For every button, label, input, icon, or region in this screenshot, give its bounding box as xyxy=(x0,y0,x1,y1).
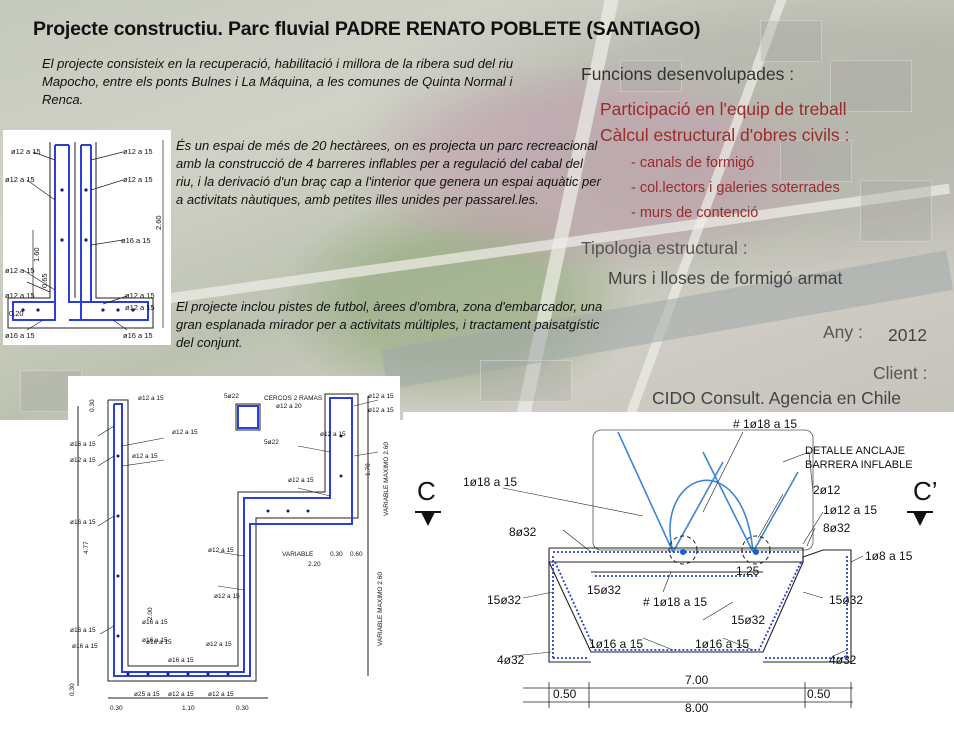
mid-dim-4: 0.30 xyxy=(110,705,123,712)
left-dim-1: 1.60 xyxy=(32,247,41,262)
right-label-2: 1ø18 a 15 xyxy=(463,475,517,489)
channel-wall-drawing-large: CERCOS 2 RAMAS ø12 a 20 5ø22 5ø22 ø12 a … xyxy=(68,376,400,729)
mid-label-8: ø16 a 15 xyxy=(70,441,96,448)
detail-title-line-1: DETALLE ANCLAJE xyxy=(805,445,905,457)
mid-label-23: ø16 a 15 xyxy=(142,637,168,644)
description-paragraph-1: És un espai de més de 20 hectàrees, on e… xyxy=(176,138,601,207)
mid-dim-7: 0.30 xyxy=(89,399,96,412)
left-label-2: ø12 a 15 xyxy=(123,147,153,156)
right-dim-1: 7.00 xyxy=(685,673,709,687)
section-marker-right: C’ xyxy=(913,476,938,506)
right-label-8: 1.25 xyxy=(736,564,760,578)
right-label-10: 15ø32 xyxy=(487,593,521,607)
mid-dim-1: 4.77 xyxy=(83,541,90,554)
right-label-1: # 1ø18 a 15 xyxy=(733,417,797,431)
mid-label-20: ø25 a 15 xyxy=(134,691,160,698)
mid-label-22: ø12 a 15 xyxy=(214,593,240,600)
left-label-8: ø12 a 15 xyxy=(125,291,155,300)
right-label-16: 4ø32 xyxy=(497,653,525,667)
right-label-5: 8ø32 xyxy=(509,525,537,539)
mid-label-19: ø12 a 15 xyxy=(288,477,314,484)
page-title: Projecte constructiu. Parc fluvial PADRE… xyxy=(33,18,701,40)
mid-label-3: 5ø22 xyxy=(224,393,239,400)
functions-bullet-channels: - canals de formigó xyxy=(631,155,755,171)
mid-label-25: ø12 a 15 xyxy=(168,691,194,698)
left-label-6: ø12 a 15 xyxy=(5,266,35,275)
right-label-4: 1ø12 a 15 xyxy=(823,503,877,517)
client-value: CIDO Consult. Agencia en Chile xyxy=(652,388,902,408)
typology-heading: Tipologia estructural : xyxy=(581,238,748,258)
mid-dim-13: 0.60 xyxy=(350,551,363,558)
mid-label-2: ø12 a 20 xyxy=(276,403,302,410)
detail-title-line-2: BARRERA INFLABLE xyxy=(805,459,913,471)
right-dim-3: 0.50 xyxy=(553,687,577,701)
mid-label-24: ø16 a 15 xyxy=(72,643,98,650)
mid-label-12: ø12 a 15 xyxy=(320,431,346,438)
section-marker-left: C xyxy=(417,476,436,506)
mid-label-7: ø12 a 15 xyxy=(368,407,394,414)
mid-label-14: ø16 a 15 xyxy=(70,627,96,634)
description-paragraph-2: El projecte inclou pistes de futbol, àre… xyxy=(176,299,603,350)
right-label-13: 15ø32 xyxy=(829,593,863,607)
mid-dim-10: VARIABLE MAXIMO 2.60 xyxy=(377,572,384,646)
mid-label-17: ø16 a 15 xyxy=(168,657,194,664)
mid-label-15: ø16 a 15 xyxy=(142,619,168,626)
functions-item-team: Participació en l'equip de treball xyxy=(600,99,847,119)
client-label: Client : xyxy=(873,363,928,383)
right-dim-4: 0.50 xyxy=(807,687,831,701)
right-label-12: 15ø32 xyxy=(731,613,765,627)
mid-label-16: ø16 a 15 xyxy=(146,639,172,646)
mid-label-9: ø12 a 15 xyxy=(172,429,198,436)
year-label: Any : xyxy=(823,322,863,342)
functions-bullet-walls: - murs de contenció xyxy=(631,205,759,221)
mid-dim-8: 2.20 xyxy=(308,561,321,568)
right-label-7: 1ø8 a 15 xyxy=(865,549,913,563)
barrier-section-drawing: C C’ DETALLE ANCLAJE BARRERA INFLABLE # … xyxy=(403,412,954,729)
left-label-4: ø12 a 15 xyxy=(123,175,153,184)
right-label-17: 4ø32 xyxy=(829,653,857,667)
mid-label-1: CERCOS 2 RAMAS xyxy=(264,395,323,402)
left-label-3: ø12 a 15 xyxy=(5,175,35,184)
mid-label-11: ø12 a 15 xyxy=(132,453,158,460)
left-dim-2: 0.65 xyxy=(40,273,49,288)
intro-text: El projecte consisteix en la recuperació… xyxy=(42,56,514,107)
mid-dim-9: VARIABLE xyxy=(282,551,314,558)
mid-label-13: ø16 a 15 xyxy=(70,519,96,526)
left-label-5: ø16 a 15 xyxy=(121,236,151,245)
left-label-1: ø12 a 15 xyxy=(11,147,41,156)
mid-label-6: ø12 a 15 xyxy=(368,393,394,400)
year-value: 2012 xyxy=(888,325,927,345)
mid-dim-3: 0.30 xyxy=(69,683,76,696)
left-label-7: ø12 a 15 xyxy=(5,291,35,300)
mid-dim-6: 0.30 xyxy=(236,705,249,712)
mid-dim-11: VARIABLE MAXIMO 2.60 xyxy=(383,442,390,516)
retaining-wall-drawing-small: ø12 a 15 ø12 a 15 ø12 a 15 ø12 a 15 ø16 … xyxy=(3,130,171,345)
right-label-9: # 1ø18 a 15 xyxy=(643,595,707,609)
mid-label-5: ø12 a 15 xyxy=(138,395,164,402)
right-dim-2: 8.00 xyxy=(685,701,709,715)
functions-heading: Funcions desenvolupades : xyxy=(581,64,795,84)
mid-label-21: ø12 a 15 xyxy=(206,641,232,648)
left-label-11: ø12 a 15 xyxy=(125,303,155,312)
right-label-6: 8ø32 xyxy=(823,521,851,535)
right-label-11: 15ø32 xyxy=(587,583,621,597)
mid-dim-5: 1.10 xyxy=(182,705,195,712)
mid-label-26: ø12 a 15 xyxy=(208,691,234,698)
functions-item-structural: Càlcul estructural d'obres civils : xyxy=(600,125,850,145)
right-label-15: 1ø16 a 15 xyxy=(695,637,749,651)
left-label-10: ø16 a 15 xyxy=(123,331,153,340)
mid-dim-2: 2.00 xyxy=(147,607,154,620)
right-label-3: 2ø12 xyxy=(813,483,841,497)
left-dim-3: 2.60 xyxy=(154,215,163,230)
left-dim-4: 0.20 xyxy=(9,309,24,318)
mid-dim-14: 1.70 xyxy=(365,463,372,476)
mid-dim-12: 0.30 xyxy=(330,551,343,558)
mid-label-18: ø12 a 15 xyxy=(208,547,234,554)
right-label-14: 1ø16 a 15 xyxy=(589,637,643,651)
typology-value: Murs i lloses de formigó armat xyxy=(608,268,843,288)
mid-label-4: 5ø22 xyxy=(264,439,279,446)
functions-bullet-collectors: - col.lectors i galeries soterrades xyxy=(631,180,840,196)
mid-label-10: ø12 a 15 xyxy=(70,457,96,464)
left-label-9: ø16 a 15 xyxy=(5,331,35,340)
